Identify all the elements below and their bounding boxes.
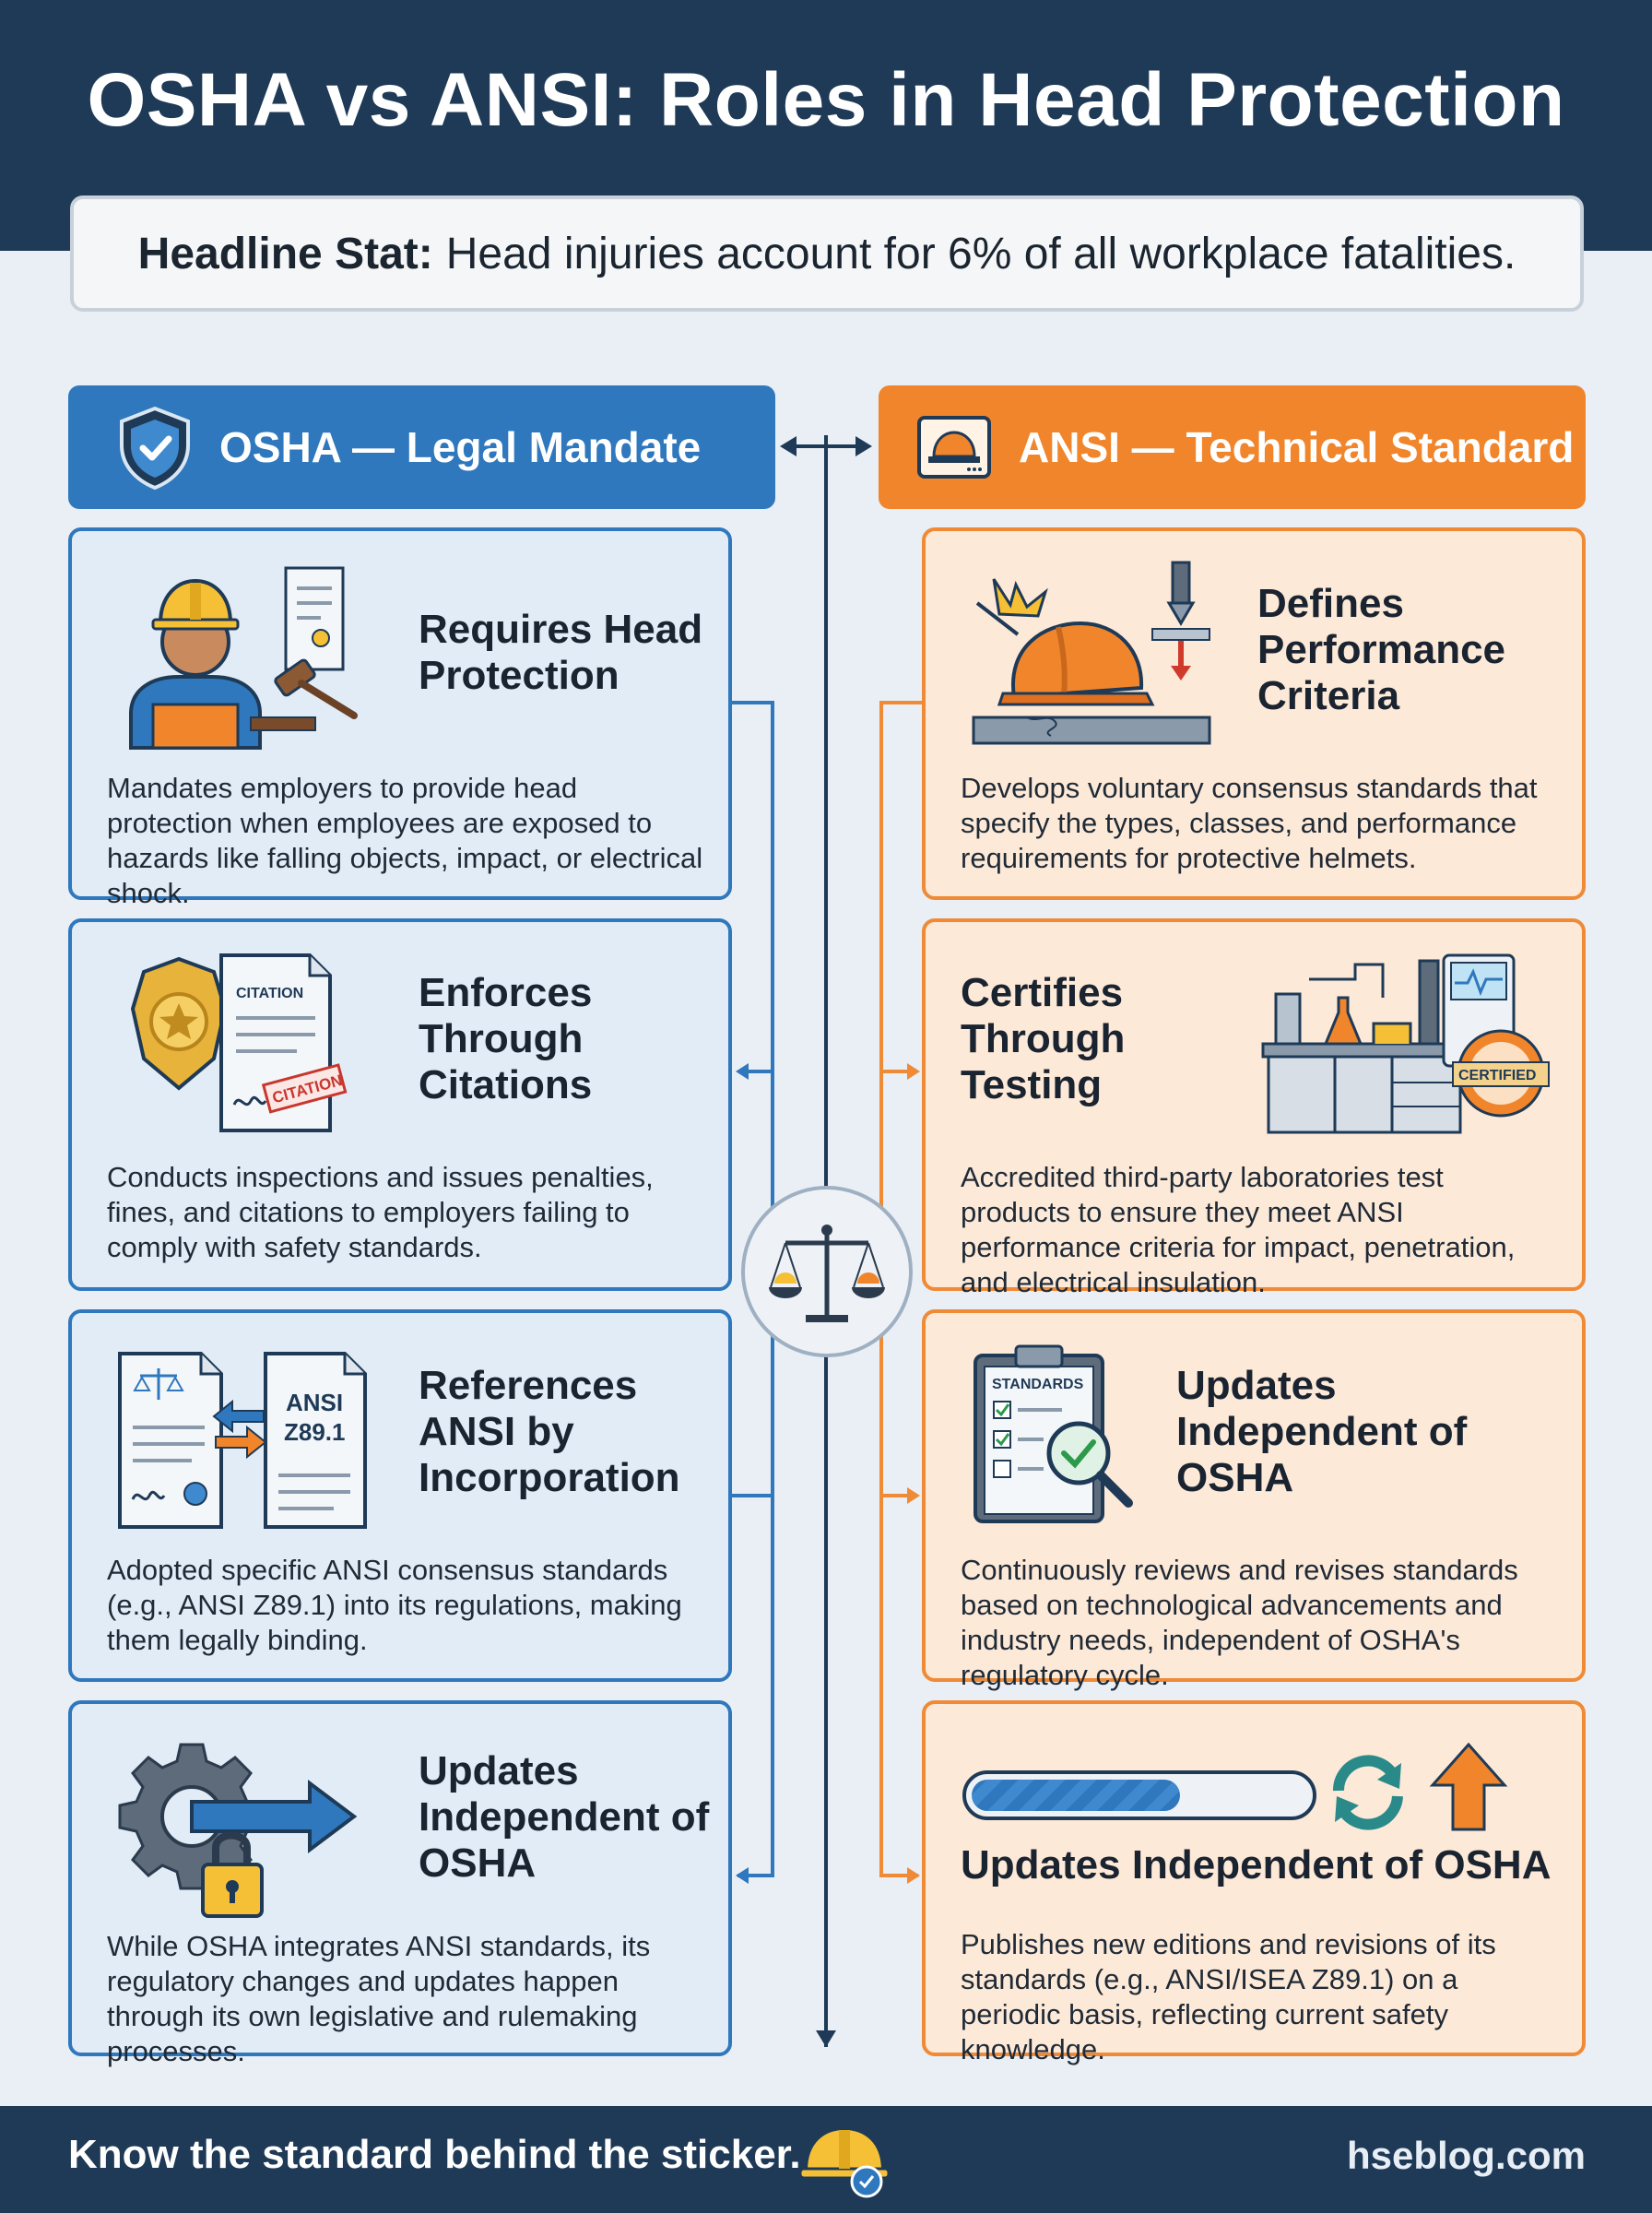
footer-site[interactable]: hseblog.com [1346,2134,1586,2177]
card-description: Develops voluntary consensus standards t… [961,772,1538,874]
hardhat-badge-icon [798,2125,891,2198]
balance-scale-icon [769,1225,885,1322]
card-description: Publishes new editions and revisions of … [961,1928,1496,2065]
headline-stat-text: Head injuries account for 6% of all work… [445,229,1516,278]
card-title: Updates Independent of OSHA [419,1748,710,1886]
balance-scale-badge [741,1186,913,1357]
helmet-impact-test-icon [972,561,1211,745]
card-description: Continuously reviews and revises standar… [961,1554,1518,1691]
ansi-card-publishes-editions: Updates Independent of OSHA Publishes ne… [922,1700,1586,2065]
gear-lock-arrow-icon [118,1743,358,1918]
osha-card-updates-independent: Updates Independent of OSHA While OSHA i… [68,1700,732,2067]
badge-citation-icon: CITATION CITATION [130,953,348,1132]
card-title: Updates Independent of OSHA [961,1842,1552,1888]
ansi-card-updates-independent-standards: STANDARDS Updates Independent of OSHA Co… [922,1309,1586,1691]
card-title: Defines Performance Criteria [1257,581,1506,718]
ansi-heading: ANSI — Technical Standard [1019,423,1575,471]
progress-bar-fill [972,1780,1180,1811]
ansi-card-certifies-testing: Certifies Through Testing CERTIFIED Accr… [922,918,1586,1298]
card-description: Conducts inspections and issues penaltie… [107,1161,654,1263]
card-description: While OSHA integrates ANSI standards, it… [107,1930,651,2067]
card-title: Updates Independent of OSHA [1176,1363,1468,1500]
standards-clipboard-icon: STANDARDS [974,1344,1133,1523]
card-title: Enforces Through Citations [419,970,593,1107]
page-title: OSHA vs ANSI: Roles in Head Protection [87,58,1565,142]
ansi-doc-label-2: Z89.1 [284,1418,346,1446]
card-title: References ANSI by Incorporation [419,1363,680,1500]
osha-card-references-ansi: ANSI Z89.1 References ANSI by Incorporat… [68,1309,732,1682]
lab-certified-icon: CERTIFIED [1261,953,1550,1134]
osha-heading: OSHA — Legal Mandate [219,423,702,471]
ansi-doc-label-1: ANSI [286,1389,343,1416]
headline-stat: Headline Stat: Head injuries account for… [70,195,1584,312]
progress-bar [962,1770,1316,1820]
ansi-card-defines-criteria: Defines Performance Criteria Develops vo… [922,527,1586,900]
upward-arrow-icon [1429,1742,1508,1831]
osha-card-enforces-citations: CITATION CITATION Enforces Through Citat… [68,918,732,1291]
footer-tagline: Know the standard behind the sticker. [68,2132,801,2177]
card-title: Requires Head Protection [419,607,703,698]
certified-seal: CERTIFIED [1452,1029,1550,1118]
document-exchange-icon: ANSI Z89.1 [118,1352,367,1529]
headline-stat-label: Headline Stat: [137,229,433,278]
clipboard-label: STANDARDS [992,1377,1084,1392]
osha-card-requires-head-protection: Requires Head Protection Mandates employ… [68,527,732,909]
osha-column-header: OSHA — Legal Mandate [68,385,775,509]
shield-check-icon [120,406,190,491]
certified-seal-label: CERTIFIED [1458,1068,1536,1083]
card-description: Mandates employers to provide head prote… [107,772,703,909]
card-description: Accredited third-party laboratories test… [961,1161,1516,1298]
card-title: Certifies Through Testing [961,970,1126,1107]
worker-with-gavel-icon [129,566,358,750]
citation-doc-label: CITATION [236,986,303,1001]
refresh-icon [1332,1755,1403,1830]
ansi-column-header: ANSI — Technical Standard [879,385,1586,509]
card-description: Adopted specific ANSI consensus standard… [107,1554,682,1656]
helmet-blueprint-icon [917,416,991,479]
